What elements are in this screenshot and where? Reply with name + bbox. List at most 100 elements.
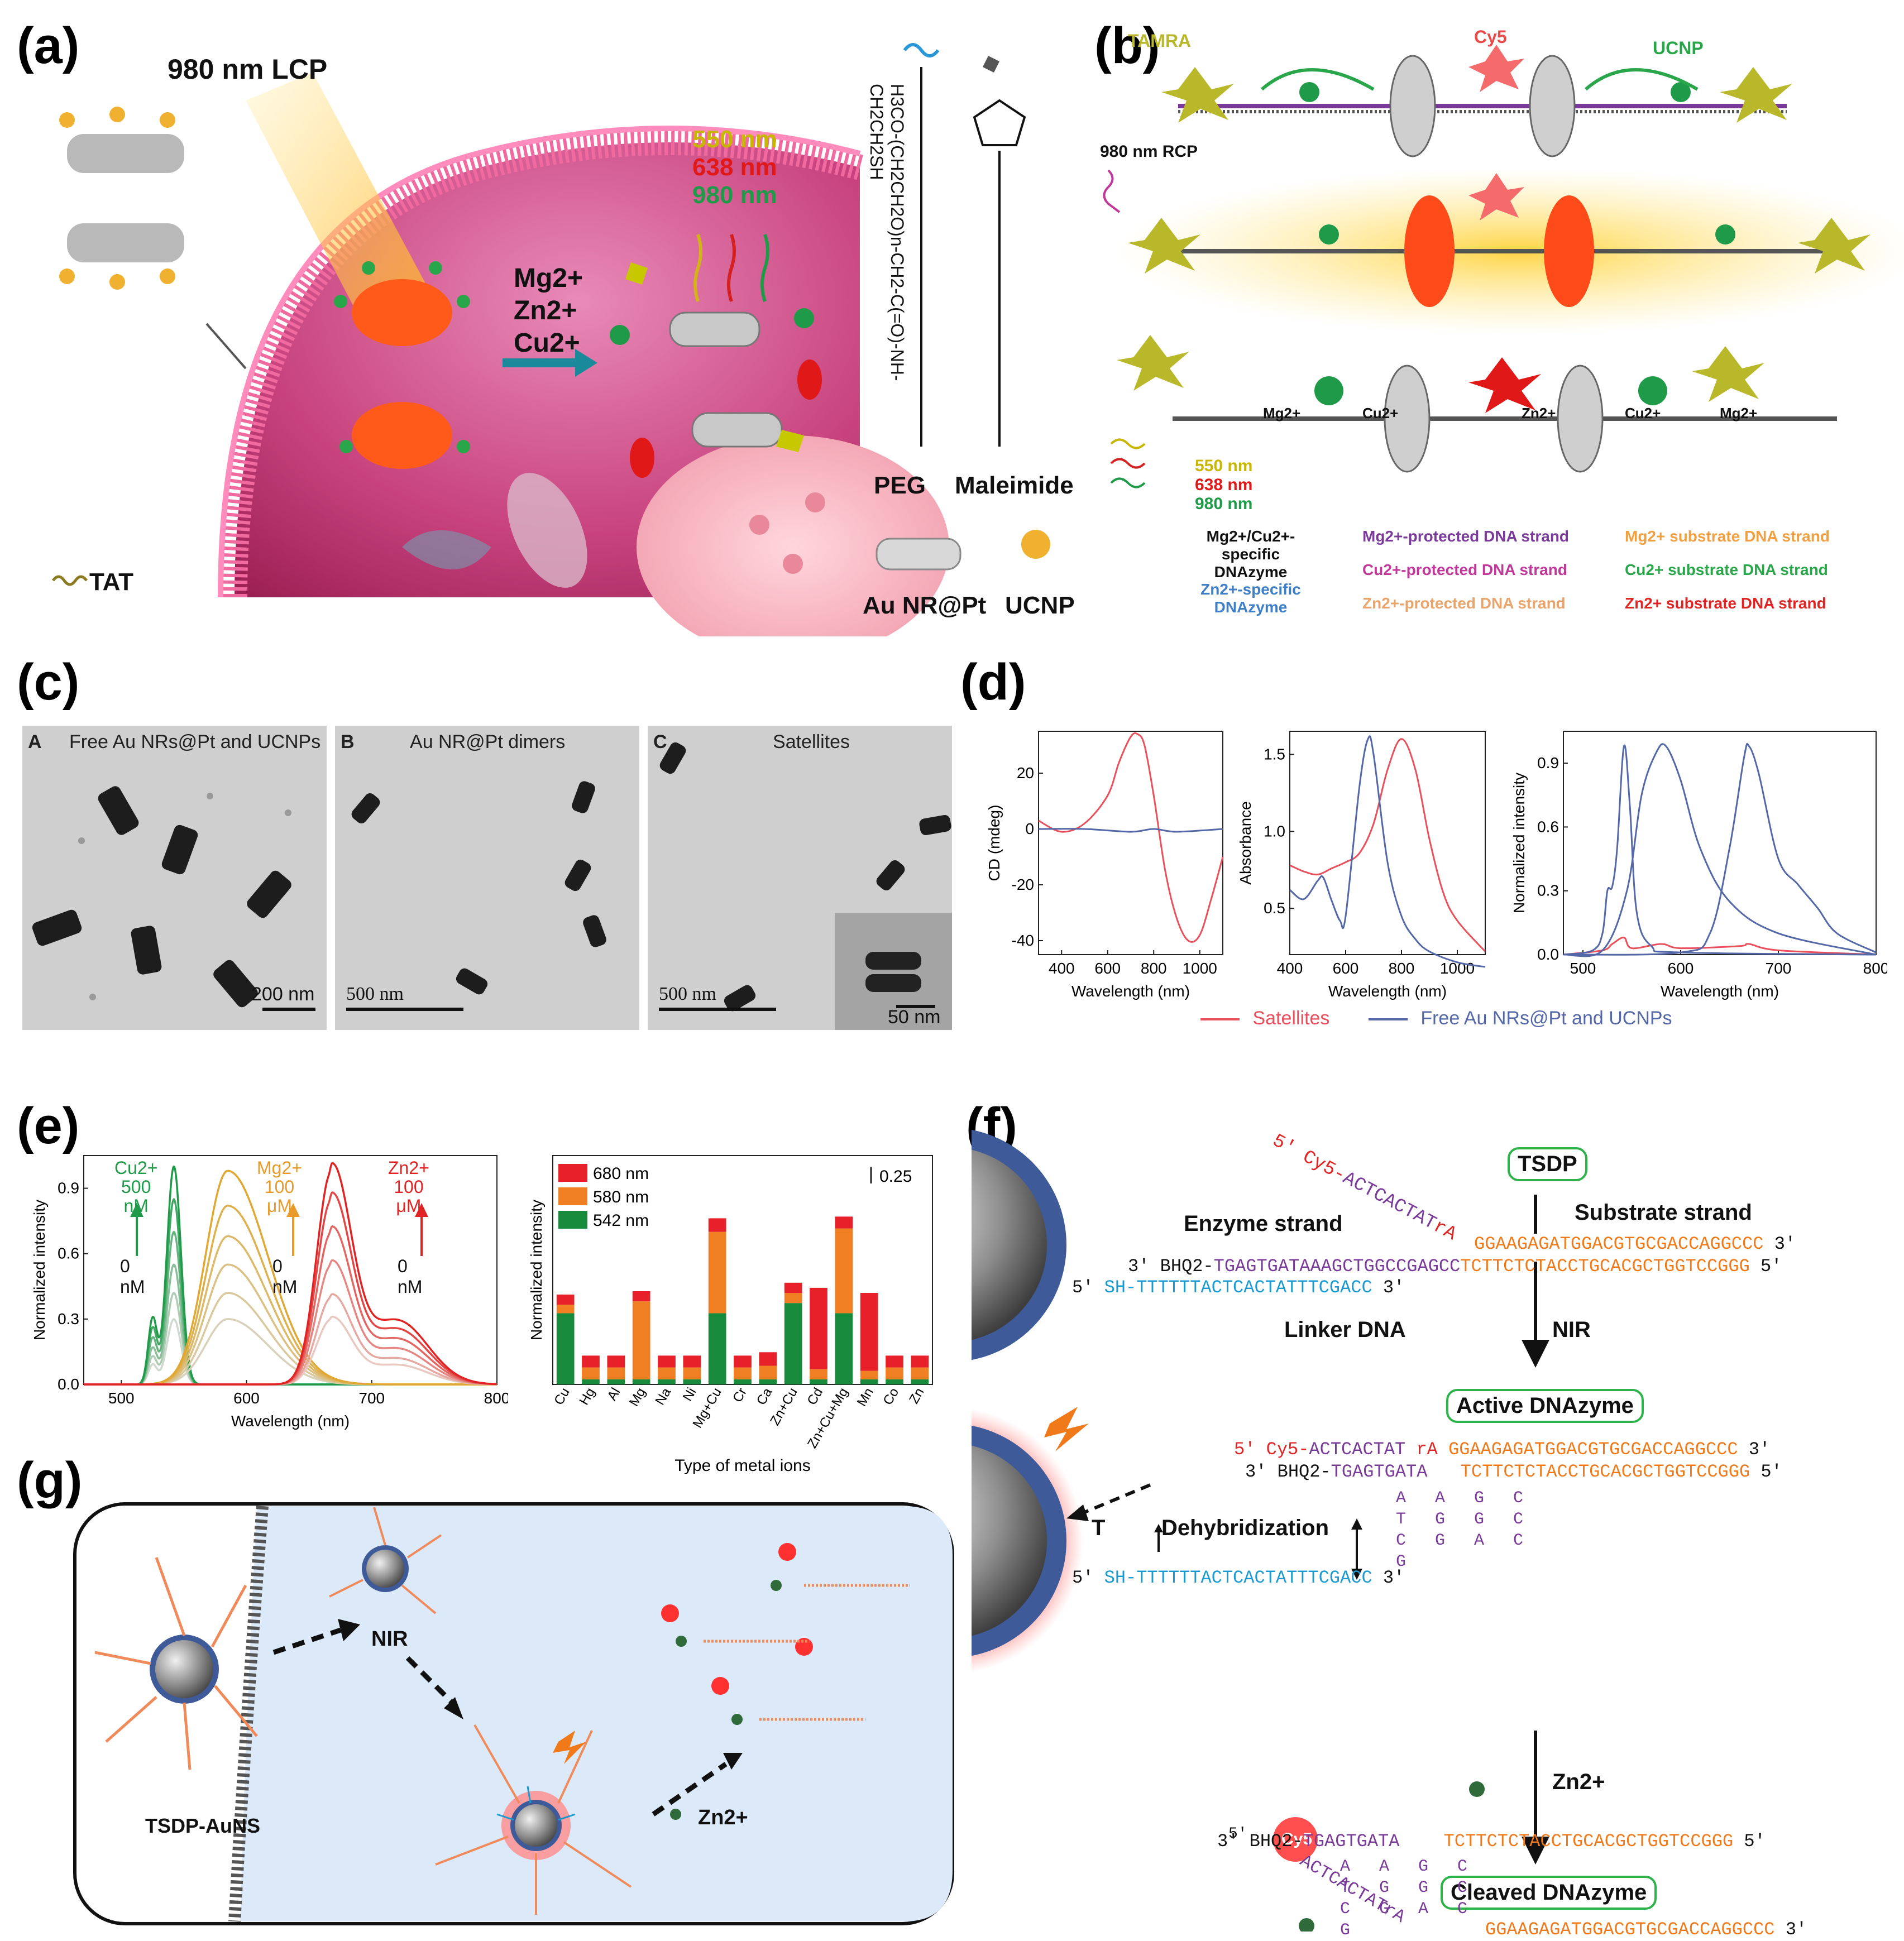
b-legend-6: Cu2+ substrate DNA strand (1625, 561, 1828, 578)
panel-label-g: (g) (17, 1452, 83, 1509)
arrow-head (415, 1203, 428, 1217)
sub-seq: GGAAGAGATGGACGTGCGACCAGGCCC (1474, 1234, 1764, 1254)
arrow-head (130, 1203, 143, 1217)
y-tick-label: 0.0 (1537, 946, 1559, 963)
sub-top-row1: GGAAGAGATGGACGTGCGACCAGGCCC 3′ (1474, 1234, 1796, 1254)
tem-image-c: C Satellites 500 nm 50 nm (648, 726, 952, 1030)
enz-seq: TGAGTGATAAAGCTGGCCGAGCC (1213, 1256, 1461, 1277)
ann-top: 100 μM (394, 1177, 424, 1216)
category-label: Hg (576, 1386, 598, 1408)
bar-segment (556, 1313, 575, 1384)
end5: 5′ (1760, 1256, 1782, 1277)
bar-segment (759, 1379, 777, 1384)
end5: 5′ (1761, 1461, 1782, 1482)
y-tick-label: 0.9 (58, 1180, 79, 1197)
bar-segment (556, 1295, 575, 1305)
cleaved-loop: A A G C T G G C C G A C G (1340, 1857, 1476, 1940)
label-tsdp: TSDP (1508, 1147, 1587, 1181)
y-axis-label: CD (mdeg) (986, 805, 1003, 881)
lp: 5′ (1072, 1568, 1104, 1588)
x-tick-label: 700 (358, 1389, 385, 1407)
b-legend-0: Mg2+/Cu2+-specific DNAzyme (1206, 528, 1295, 581)
plot-frame (1563, 731, 1877, 955)
tem-image-a: A Free Au NRs@Pt and UCNPs 200 nm (22, 726, 327, 1030)
y-tick-label: 0.3 (1537, 882, 1559, 899)
bar-segment (658, 1379, 676, 1384)
ann-top: 100 μM (264, 1177, 295, 1216)
label-g-nir: NIR (371, 1627, 408, 1651)
bhq: 3′ BHQ2- (1217, 1831, 1303, 1852)
ann-cu-bottom: 0 nM (120, 1256, 145, 1297)
end5: 5′ (1744, 1831, 1766, 1852)
category-label: Mg (626, 1386, 649, 1409)
bar-segment (911, 1379, 929, 1384)
label-linker: Linker DNA (1284, 1317, 1406, 1342)
x-tick-label: 700 (1766, 960, 1792, 977)
series-line (1563, 744, 1877, 956)
series-line (1289, 738, 1486, 952)
legend-au: Au NR@Pt (863, 592, 987, 619)
bar-segment (860, 1370, 878, 1379)
emission-550: 550 nm (692, 126, 777, 153)
category-label: Ni (680, 1386, 700, 1404)
enz-short: TGAGTGATA (1331, 1461, 1428, 1482)
category-label: Zn (906, 1386, 927, 1407)
b-emission-638: 638 nm (1195, 476, 1253, 494)
cy5-bead-label: Cy5 (1281, 1830, 1313, 1848)
series-line (1563, 743, 1877, 957)
bar-segment (658, 1355, 676, 1368)
end3: 3′ (1785, 1919, 1807, 1940)
spectrum-line (84, 1162, 497, 1386)
scale-label: 0.25 (879, 1167, 912, 1186)
category-label: Na (652, 1385, 674, 1408)
legend-line-satellites (1200, 1018, 1240, 1021)
tem-title-b: B Au NR@Pt dimers (341, 731, 634, 753)
bar-segment (835, 1228, 853, 1314)
b-legend-2: Mg2+-protected DNA strand (1362, 528, 1570, 545)
linker-row2: 5′ SH-TTTTTTACTCACTATTTCGACC 3′ (1072, 1568, 1404, 1588)
x-axis-label: Type of metal ions (674, 1456, 810, 1474)
cy5-seq: ACTCACTAT (1309, 1439, 1406, 1460)
legend-maleimide: Maleimide (955, 472, 1074, 499)
legend-peg: PEG (874, 472, 926, 499)
legend-swatch (558, 1211, 587, 1229)
tem-title: Au NR@Pt dimers (410, 731, 566, 753)
y-tick-label: 1.0 (1264, 822, 1285, 840)
series-line (1289, 735, 1486, 968)
enz-short: TGAGTGATA (1303, 1831, 1400, 1852)
comp-seq: TCTTCTCTACCTGCACGCTGGTCCGGG (1460, 1256, 1750, 1277)
bar-segment (582, 1367, 600, 1379)
panel-g: TSDP-AuNS NIR Zn2+ (73, 1502, 955, 1926)
tem-title: Free Au NRs@Pt and UCNPs (69, 731, 321, 753)
ion-label-mg2: Mg2+ (1720, 405, 1758, 421)
legend-line-free (1368, 1018, 1408, 1021)
category-label: Cu (551, 1386, 573, 1408)
label-cleaved: Cleaved DNAzyme (1441, 1876, 1657, 1910)
legend-satellites: Satellites (1252, 1008, 1330, 1029)
linker-seq: SH-TTTTTTACTCACTATTTCGACC (1104, 1277, 1372, 1298)
label-temp: T (1092, 1516, 1106, 1540)
category-label: Cr (730, 1385, 750, 1405)
b-emission-980: 980 nm (1195, 495, 1253, 513)
bar-segment (784, 1282, 802, 1293)
ann-top: 500 nM (121, 1177, 151, 1216)
ann-ion: Cu2+ (114, 1158, 158, 1178)
panel-label-b: (b) (1094, 17, 1160, 74)
end3: 3′ (1748, 1439, 1771, 1460)
y-axis-label: Normalized intensity (528, 1200, 545, 1340)
y-tick-label: 0.5 (1264, 899, 1285, 917)
x-tick-label: 800 (484, 1389, 508, 1407)
ann-cu: Cu2+ 500 nM (114, 1158, 157, 1215)
ion-label-mg: Mg2+ (1263, 405, 1301, 421)
tem-inset: 50 nm (835, 913, 952, 1030)
b-legend-7: Zn2+ substrate DNA strand (1625, 595, 1826, 612)
sub-seq: GGAAGAGATGGACGTGCGACCAGGCCC (1485, 1919, 1775, 1940)
tem-title-a: A Free Au NRs@Pt and UCNPs (28, 731, 321, 753)
b-legend-3: Cu2+-protected DNA strand (1362, 561, 1567, 578)
series-line (1038, 828, 1223, 833)
x-tick-label: 600 (1094, 960, 1121, 977)
